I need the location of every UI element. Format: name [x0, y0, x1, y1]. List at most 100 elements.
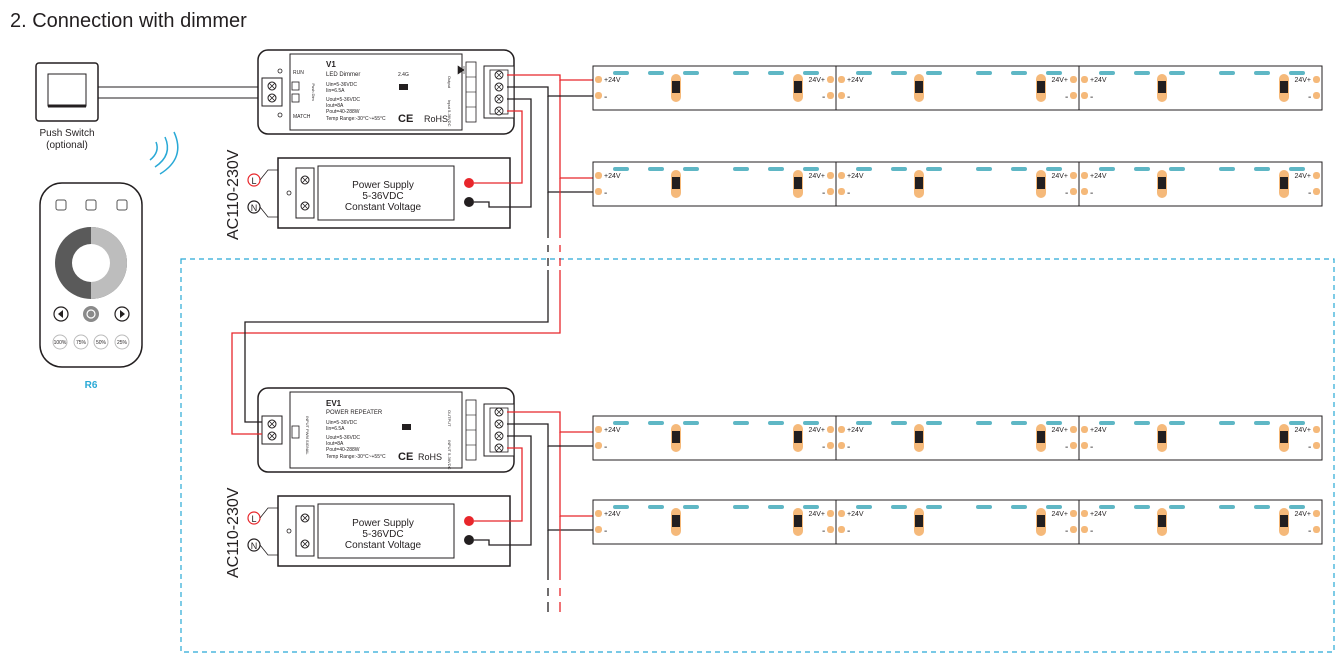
- led-chip: [1254, 505, 1270, 509]
- dimmer-push-label: Push Dim: [311, 83, 316, 101]
- strip-plus-left-label: +24V: [847, 427, 864, 434]
- resistor-label: R: [673, 433, 680, 443]
- remote-memory-icon-3: [116, 199, 128, 211]
- led-chip: [1219, 421, 1235, 425]
- strip-plus-left-label: +24V: [604, 511, 621, 518]
- remote-button-25: 25%: [117, 340, 128, 346]
- strip-minus-left-label: -: [1090, 526, 1093, 537]
- strip-minus-right-label: -: [1065, 92, 1068, 103]
- strip-minus-right-label: -: [1065, 442, 1068, 453]
- resistor-label: R: [673, 83, 680, 93]
- remote-button-75: 75%: [76, 340, 87, 346]
- resistor-label: R: [795, 179, 802, 189]
- led-chip: [1134, 421, 1150, 425]
- remote-power-button: [83, 306, 99, 322]
- strip-plus-right-label: 24V+: [808, 77, 825, 84]
- remote-memory-icon-1: [55, 199, 67, 211]
- led-chip: [856, 71, 872, 75]
- led-chip: [926, 505, 942, 509]
- led-diode-icon: [457, 65, 465, 75]
- strip-minus-right-label: -: [1308, 526, 1311, 537]
- repeater-input-label: INPUT 5-36VDC: [447, 440, 452, 470]
- strip-plus-left-label: +24V: [847, 173, 864, 180]
- strip-plus-left-label: +24V: [847, 77, 864, 84]
- led-chip: [1289, 71, 1305, 75]
- resistor-label: R: [1038, 179, 1045, 189]
- strip-minus-left-label: -: [604, 526, 607, 537]
- led-chip: [1169, 71, 1185, 75]
- resistor-label: R: [1038, 83, 1045, 93]
- led-chip: [856, 505, 872, 509]
- repeater-rohs-mark: RoHS: [418, 452, 442, 462]
- neutral-terminal-2: N: [251, 541, 258, 551]
- live-terminal-2: L: [251, 514, 256, 524]
- repeater-input-signal-label: INPUT PWM SIGNAL: [305, 416, 310, 455]
- resistor-label: R: [795, 433, 802, 443]
- strip-minus-left-label: -: [604, 442, 607, 453]
- remote-model-label: R6: [85, 380, 98, 391]
- led-chip: [1169, 505, 1185, 509]
- led-chip: [768, 167, 784, 171]
- repeater-dip-switch: [402, 424, 411, 430]
- strip-minus-left-label: -: [604, 92, 607, 103]
- led-strips: R R +24V - 24V+ - R R +24V - 24V+ - R R +24V - 24V+ - R R +2…: [592, 65, 1323, 545]
- led-chip: [1046, 505, 1062, 509]
- led-chip: [1254, 71, 1270, 75]
- repeater-pout: Pout=40-288W: [326, 447, 360, 453]
- led-chip: [613, 71, 629, 75]
- led-chip: [1289, 167, 1305, 171]
- strip-plus-left-label: +24V: [1090, 173, 1107, 180]
- led-chip: [768, 505, 784, 509]
- strip-minus-right-label: -: [822, 188, 825, 199]
- strip-minus-left-label: -: [1090, 442, 1093, 453]
- strip-minus-left-label: -: [1090, 92, 1093, 103]
- led-chip: [733, 167, 749, 171]
- power-supply-1: AC110-230V L N Power Supply 5-36VDC Cons…: [225, 149, 511, 240]
- strip-plus-right-label: 24V+: [808, 511, 825, 518]
- repeater-model: EV1: [326, 399, 342, 408]
- strip-plus-right-label: 24V+: [1294, 427, 1311, 434]
- dimmer-v1: RUN MATCH Push Dim V1 LED Dimmer Uin=5-3…: [257, 49, 515, 135]
- strip-minus-left-label: -: [847, 526, 850, 537]
- led-chip: [1011, 505, 1027, 509]
- repeater-temp: Temp Range:-30°C~+55°C: [326, 454, 386, 460]
- live-terminal-1: L: [251, 176, 256, 186]
- led-chip: [803, 167, 819, 171]
- repeater-iin: Iin=6.5A: [326, 426, 345, 432]
- strip-minus-right-label: -: [1065, 188, 1068, 199]
- led-chip: [613, 421, 629, 425]
- led-chip: [648, 71, 664, 75]
- led-chip: [1219, 505, 1235, 509]
- resistor-label: R: [916, 179, 923, 189]
- led-chip: [976, 71, 992, 75]
- remote-button-100: 100%: [54, 340, 67, 346]
- power-supply-2: AC110-230V L N Power Supply 5-36VDC Cons…: [225, 487, 511, 578]
- strip-minus-right-label: -: [1308, 188, 1311, 199]
- led-chip: [803, 421, 819, 425]
- repeater-name: POWER REPEATER: [326, 410, 383, 416]
- led-chip: [976, 421, 992, 425]
- strip-minus-right-label: -: [822, 92, 825, 103]
- psu-1-positive-terminal: [464, 178, 474, 188]
- strip-minus-left-label: -: [847, 188, 850, 199]
- resistor-label: R: [1038, 517, 1045, 527]
- dimmer-match-label: MATCH: [293, 114, 311, 120]
- resistor-label: R: [673, 179, 680, 189]
- led-chip: [1011, 167, 1027, 171]
- strip-plus-right-label: 24V+: [808, 427, 825, 434]
- push-switch-sublabel: (optional): [46, 140, 88, 151]
- resistor-label: R: [1281, 433, 1288, 443]
- dimmer-run-label: RUN: [293, 70, 304, 76]
- led-chip: [768, 71, 784, 75]
- led-chip: [976, 167, 992, 171]
- strip-plus-left-label: +24V: [847, 511, 864, 518]
- dimmer-iin: Iin=6.5A: [326, 88, 345, 94]
- led-chip: [733, 421, 749, 425]
- psu-2-negative-terminal: [464, 535, 474, 545]
- dimmer-name: LED Dimmer: [326, 72, 360, 78]
- led-chip: [1134, 167, 1150, 171]
- led-chip: [926, 167, 942, 171]
